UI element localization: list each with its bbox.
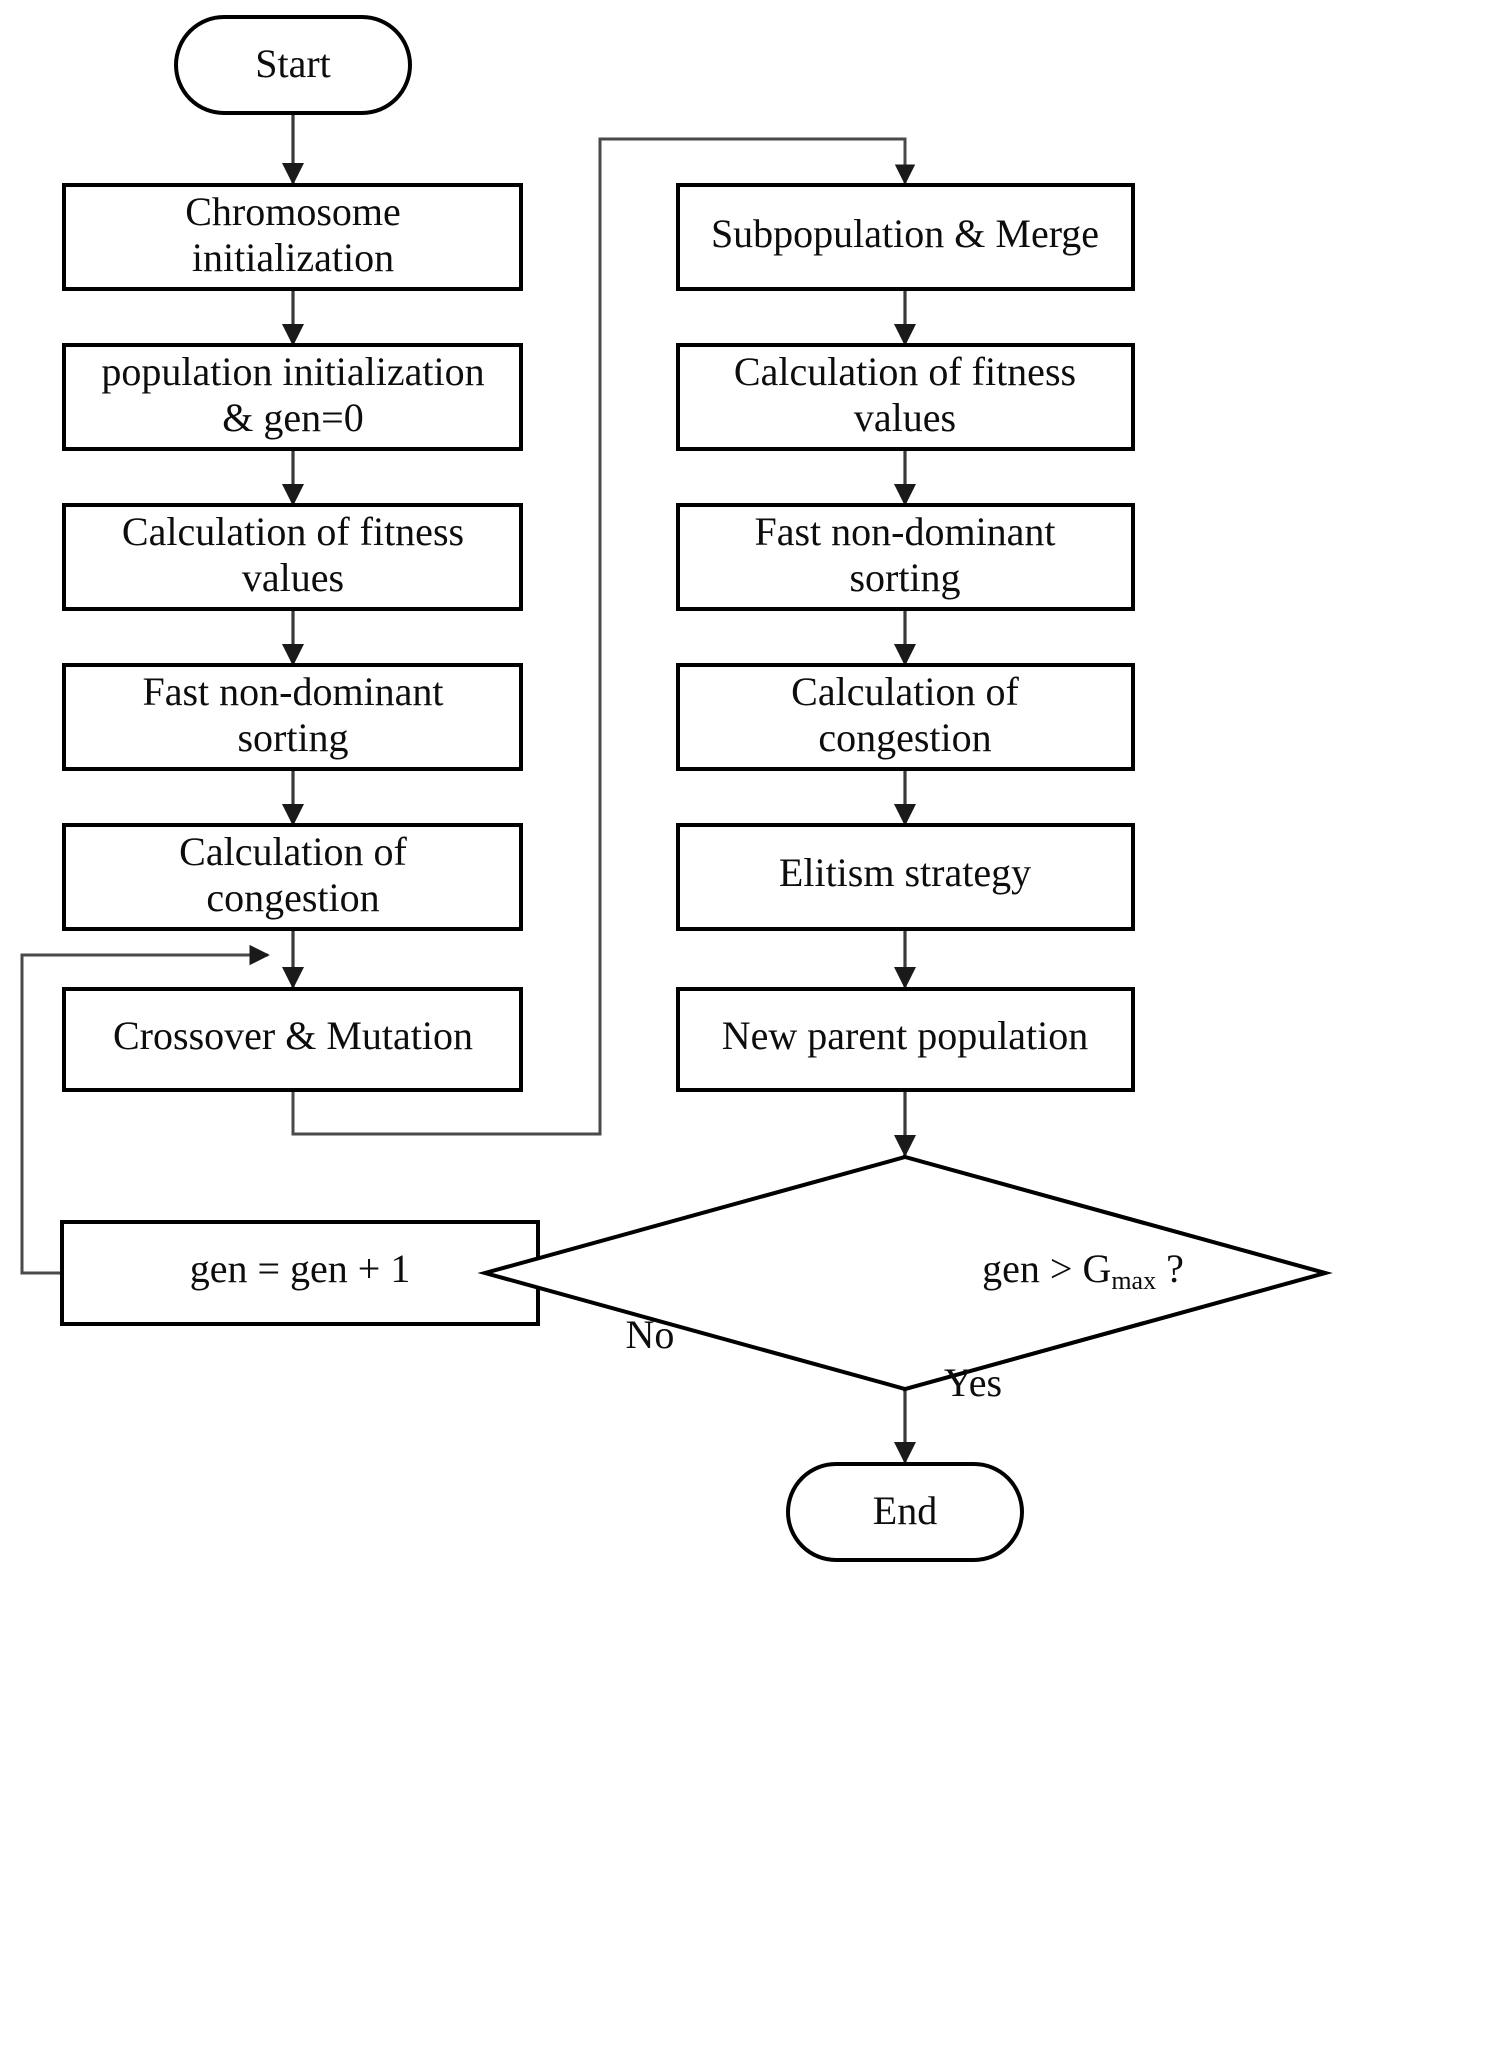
decision-prefix: gen > G — [982, 1246, 1111, 1291]
node-congestion-left-line2: congestion — [206, 875, 379, 920]
node-fitness-right-line2: values — [854, 395, 956, 440]
edge-crossover-to-subpopulation — [291, 137, 916, 1136]
node-population-line1: population initialization — [101, 349, 484, 394]
decision-suffix: ? — [1156, 1246, 1184, 1291]
node-end[interactable]: End — [786, 1462, 1024, 1562]
node-decision-label: gen > Gmax ? — [982, 1246, 1184, 1295]
node-elitism-strategy[interactable]: Elitism strategy — [676, 823, 1135, 931]
node-chromosome-initialization[interactable]: Chromosome initialization — [62, 183, 523, 291]
node-end-label: End — [873, 1488, 937, 1533]
node-subpopulation-merge[interactable]: Subpopulation & Merge — [676, 183, 1135, 291]
edge-gen-loop-back — [20, 944, 270, 1275]
node-crossover-label: Crossover & Mutation — [113, 1013, 473, 1058]
node-subpopulation-label: Subpopulation & Merge — [711, 211, 1099, 256]
node-fitness-right-line1: Calculation of fitness — [734, 349, 1076, 394]
node-congestion-right-line1: Calculation of — [791, 669, 1019, 714]
node-decision-gen-gmax[interactable]: gen > Gmax ? — [477, 1154, 1333, 1392]
node-sorting-left-line1: Fast non-dominant — [142, 669, 443, 714]
node-gen-increment-label: gen = gen + 1 — [190, 1246, 411, 1291]
node-congestion-right[interactable]: Calculation of congestion — [676, 663, 1135, 771]
node-congestion-left[interactable]: Calculation of congestion — [62, 823, 523, 931]
node-sorting-right-line1: Fast non-dominant — [754, 509, 1055, 554]
node-new-parent-population[interactable]: New parent population — [676, 987, 1135, 1092]
node-fitness-left-line1: Calculation of fitness — [122, 509, 464, 554]
edge-label-yes: Yes — [944, 1360, 1002, 1405]
decision-subscript: max — [1111, 1266, 1156, 1295]
edge-label-no: No — [626, 1312, 675, 1357]
node-gen-increment[interactable]: gen = gen + 1 — [60, 1220, 540, 1326]
node-population-initialization[interactable]: population initialization & gen=0 — [62, 343, 523, 451]
node-start[interactable]: Start — [174, 15, 412, 115]
node-sorting-left[interactable]: Fast non-dominant sorting — [62, 663, 523, 771]
node-fitness-left[interactable]: Calculation of fitness values — [62, 503, 523, 611]
node-congestion-right-line2: congestion — [818, 715, 991, 760]
node-elitism-label: Elitism strategy — [779, 850, 1031, 895]
node-new-parent-label: New parent population — [722, 1013, 1089, 1058]
node-congestion-left-line1: Calculation of — [179, 829, 407, 874]
node-start-label: Start — [255, 41, 331, 86]
node-fitness-right[interactable]: Calculation of fitness values — [676, 343, 1135, 451]
node-crossover-mutation[interactable]: Crossover & Mutation — [62, 987, 523, 1092]
node-fitness-left-line2: values — [242, 555, 344, 600]
node-sorting-left-line2: sorting — [237, 715, 348, 760]
node-chromosome-line2: initialization — [192, 235, 394, 280]
node-sorting-right[interactable]: Fast non-dominant sorting — [676, 503, 1135, 611]
node-sorting-right-line2: sorting — [849, 555, 960, 600]
node-population-line2: & gen=0 — [222, 395, 363, 440]
node-chromosome-line1: Chromosome — [185, 189, 401, 234]
